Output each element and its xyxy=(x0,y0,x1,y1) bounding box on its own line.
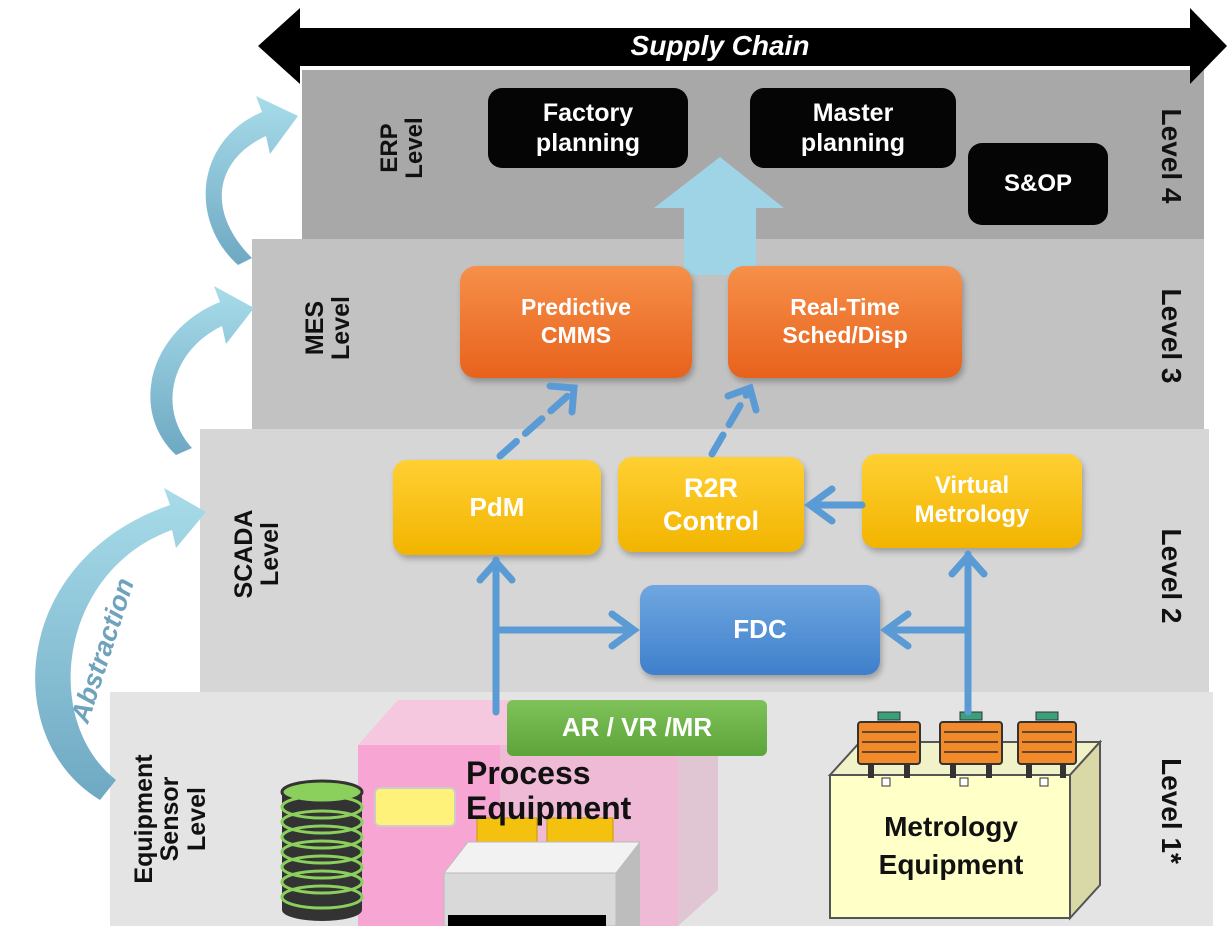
pdm-box: PdM xyxy=(393,460,601,555)
virtual-metrology-box: Virtual Metrology xyxy=(862,454,1082,548)
metrology-equipment-label: Metrology Equipment xyxy=(878,811,1024,880)
fdc-box: FDC xyxy=(640,585,880,675)
supply-chain-arrow xyxy=(258,8,1227,84)
realtime-sched-box: Real-Time Sched/Disp xyxy=(728,266,962,378)
process-equipment-label: Process Equipment xyxy=(466,755,632,827)
master-planning-box: Master planning xyxy=(750,88,956,168)
supply-chain-label: Supply Chain xyxy=(630,30,810,61)
r2r-control-box: R2R Control xyxy=(618,457,804,552)
up-arrow-to-erp xyxy=(654,157,784,275)
sop-box: S&OP xyxy=(968,143,1108,225)
factory-planning-box: Factory planning xyxy=(488,88,688,168)
ar-vr-mr-box: AR / VR /MR xyxy=(507,700,767,756)
predictive-cmms-box: Predictive CMMS xyxy=(460,266,692,378)
